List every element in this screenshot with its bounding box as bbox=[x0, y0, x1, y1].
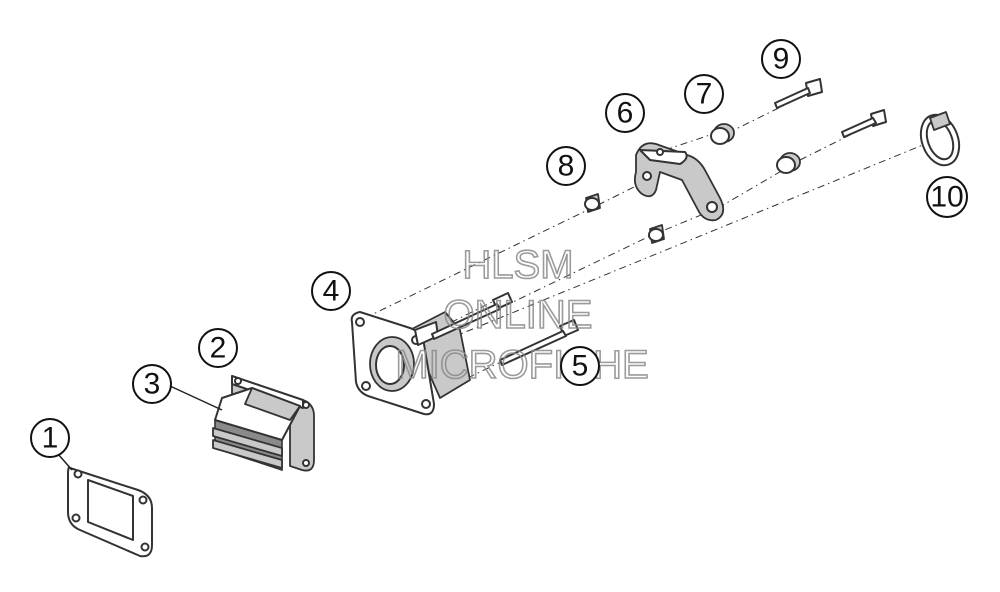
svg-text:1: 1 bbox=[42, 422, 59, 455]
callouts: 1 2 3 4 5 6 7 8 bbox=[30, 39, 968, 458]
svg-text:6: 6 bbox=[617, 97, 634, 130]
callout-2: 2 bbox=[198, 328, 238, 368]
leader-lines bbox=[57, 385, 223, 471]
watermark-line-1: HLSM bbox=[462, 243, 573, 287]
svg-text:2: 2 bbox=[210, 332, 227, 365]
callout-9: 9 bbox=[761, 39, 801, 79]
callout-7: 7 bbox=[684, 74, 724, 114]
svg-text:5: 5 bbox=[572, 350, 589, 383]
part-1-gasket bbox=[67, 466, 153, 558]
callout-6: 6 bbox=[605, 93, 645, 133]
part-4-intake-manifold bbox=[350, 311, 471, 416]
watermark-line-3: MICROFICHE bbox=[395, 343, 648, 387]
part-3-reed-petals bbox=[212, 387, 301, 472]
part-8-collars bbox=[584, 193, 665, 244]
part-9-bolts bbox=[774, 78, 887, 138]
callout-8: 8 bbox=[546, 146, 586, 186]
part-7-grommets bbox=[710, 123, 801, 174]
watermark-line-2: ONLINE bbox=[444, 293, 593, 337]
part-10-hose-clamp bbox=[919, 111, 961, 167]
callout-3: 3 bbox=[132, 364, 172, 404]
svg-text:8: 8 bbox=[558, 150, 575, 183]
watermark: HLSM ONLINE MICROFICHE bbox=[395, 242, 650, 388]
svg-text:3: 3 bbox=[144, 368, 161, 401]
callout-5: 5 bbox=[560, 346, 600, 386]
part-6-bracket bbox=[633, 142, 725, 222]
svg-text:4: 4 bbox=[323, 275, 340, 308]
callout-10: 10 bbox=[926, 176, 968, 218]
svg-text:9: 9 bbox=[773, 43, 790, 76]
part-5-screws bbox=[431, 292, 579, 366]
callout-1: 1 bbox=[30, 418, 70, 458]
callout-4: 4 bbox=[311, 271, 351, 311]
svg-text:7: 7 bbox=[696, 78, 713, 111]
svg-text:10: 10 bbox=[930, 181, 963, 214]
